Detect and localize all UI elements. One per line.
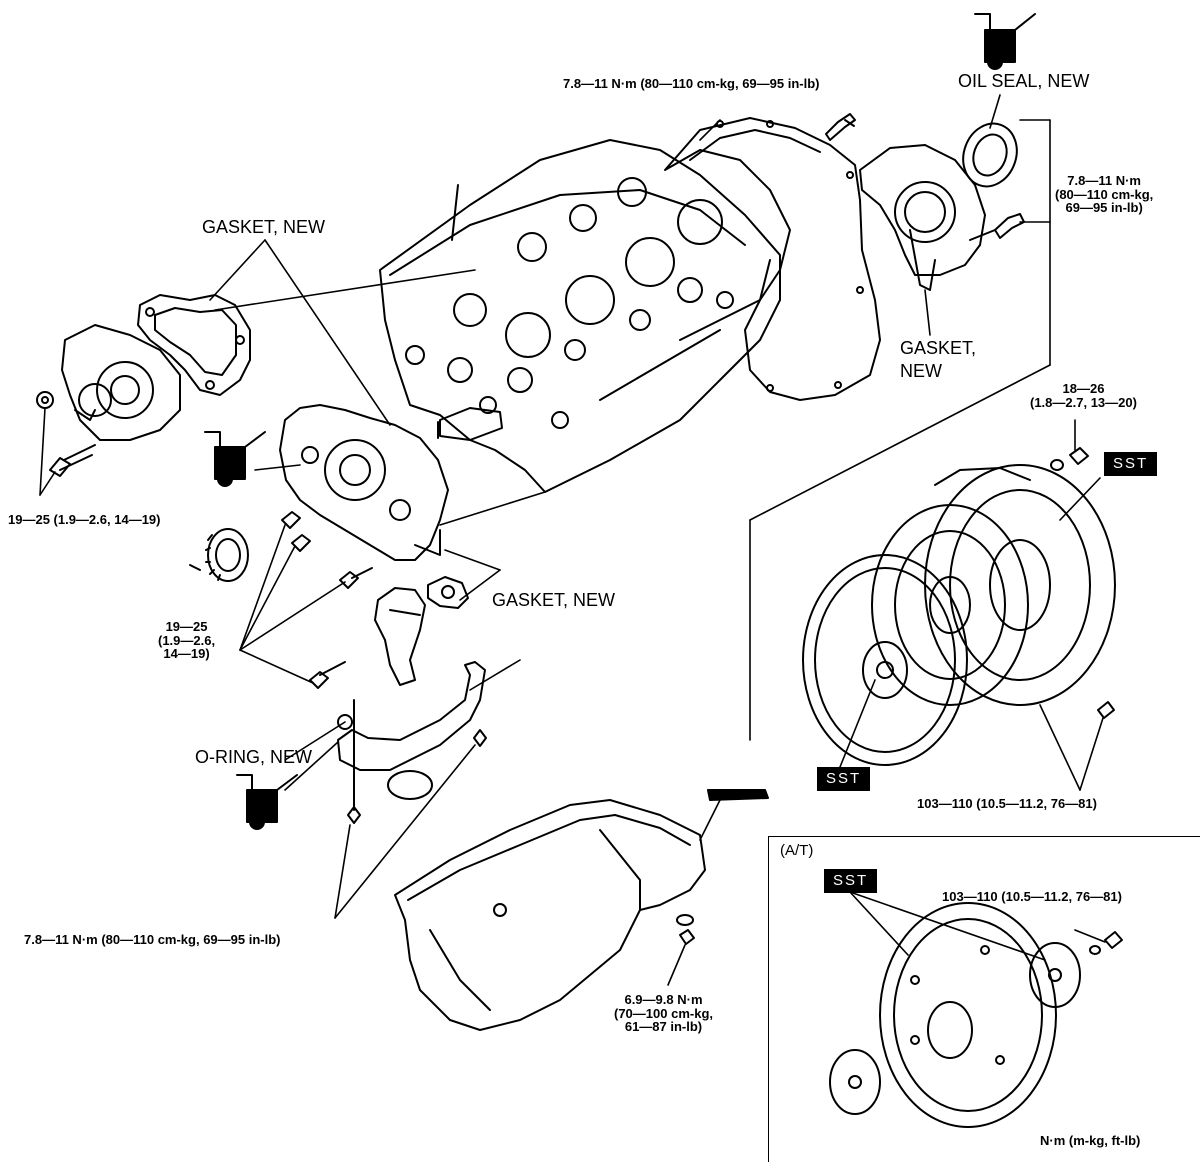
engine-block <box>379 139 781 493</box>
torque-label-19-25-a: 19—25 (1.9—2.6, 14—19) <box>8 512 161 527</box>
bolt-left <box>49 444 96 477</box>
sealant-tube <box>707 789 769 801</box>
water-outlet <box>374 587 426 686</box>
oil-can-icon-top <box>974 13 1036 70</box>
drive-plate <box>879 902 1057 1128</box>
crank-sprocket <box>189 528 249 582</box>
oil-pump <box>279 404 449 561</box>
bolt-seal-housing <box>969 213 1025 241</box>
nut-small <box>36 391 54 409</box>
oring-label: O-RING, NEW <box>195 747 312 767</box>
torque-label-18-26: 18—26 (1.8—2.7, 13—20) <box>1030 381 1137 410</box>
sst-badge-clutch: SST <box>1104 452 1158 476</box>
water-pump <box>61 324 181 441</box>
rear-seal-housing <box>859 144 986 291</box>
torque-label-103-a: 103—110 (10.5—11.2, 76—81) <box>917 796 1097 811</box>
flywheel-bolt <box>1097 701 1115 719</box>
backing-plate <box>1029 942 1081 1008</box>
flywheel <box>802 554 968 766</box>
oil-strainer <box>337 661 486 800</box>
bolts-strainer <box>347 699 487 824</box>
bolt-rear-plate <box>825 113 856 141</box>
pressure-plate <box>924 464 1116 706</box>
gasket-outlet <box>427 576 469 609</box>
oil-can-icon-mid <box>204 431 266 487</box>
pan-drain-bolt <box>676 914 695 945</box>
oil-seal <box>962 122 1018 188</box>
gasket-label-right: GASKET, NEW <box>900 338 977 382</box>
rear-plate <box>664 117 881 401</box>
gasket-front <box>137 294 251 396</box>
clutch-bolt-top <box>1050 447 1089 471</box>
clutch-disc <box>871 504 1029 706</box>
torque-label-top: 7.8—11 N·m (80—110 cm-kg, 69—95 in-lb) <box>563 76 820 91</box>
gasket-label-top-left: GASKET, NEW <box>202 217 326 237</box>
at-inset-frame <box>768 836 1200 1162</box>
adapter-plate <box>829 1049 881 1115</box>
sst-badge-at: SST <box>824 869 878 893</box>
oil-pump-bolts <box>281 511 373 689</box>
oil-pan <box>394 799 706 1031</box>
at-label: (A/T) <box>780 842 814 859</box>
torque-label-bottom-left: 7.8—11 N·m (80—110 cm-kg, 69—95 in-lb) <box>24 932 281 947</box>
leader-lines <box>39 94 1106 986</box>
sst-badge-flywheel: SST <box>817 767 871 791</box>
units-label: N·m (m-kg, ft-lb) <box>1040 1133 1141 1148</box>
torque-label-19-25-b: 19—25 (1.9—2.6, 14—19) <box>158 619 216 662</box>
torque-label-pan: 6.9—9.8 N·m (70—100 cm-kg, 61—87 in-lb) <box>614 992 713 1035</box>
torque-label-103-b: 103—110 (10.5—11.2, 76—81) <box>942 889 1122 904</box>
at-bolt <box>1089 931 1123 955</box>
oil-can-icon-bottom <box>236 774 298 830</box>
gasket-label-mid: GASKET, NEW <box>492 590 616 610</box>
torque-label-right: 7.8—11 N·m (80—110 cm-kg, 69—95 in-lb) <box>1055 173 1154 216</box>
oil-seal-label: OIL SEAL, NEW <box>958 71 1090 91</box>
